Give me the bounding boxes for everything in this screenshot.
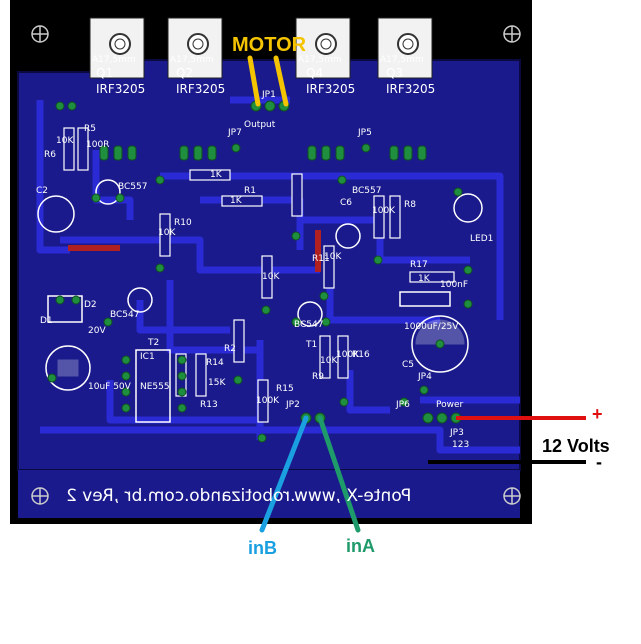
- inB-label: inB: [248, 538, 277, 558]
- q4-heatsink: A17,5mm: [298, 55, 342, 65]
- q4-part: IRF3205: [306, 82, 356, 96]
- r6-value: 10K: [56, 136, 74, 146]
- plus-label: +: [592, 404, 603, 424]
- power-wires: [428, 416, 586, 464]
- q4-label: Q4: [306, 66, 324, 80]
- q3-label: Q3: [386, 66, 404, 80]
- q2-heatsink: A17,5mm: [170, 55, 214, 65]
- r8-label: R8: [404, 200, 416, 210]
- jp7-label: JP7: [228, 128, 242, 138]
- mount-hole-icon: [31, 25, 521, 505]
- r1k-b: 1K: [230, 196, 242, 206]
- r2-label: R2: [224, 344, 236, 354]
- cap-10uf: 10uF 50V: [88, 382, 131, 392]
- r9-value: 10K: [320, 356, 338, 366]
- bc557-left: BC557: [118, 182, 148, 192]
- c2-label: C2: [36, 186, 49, 196]
- ne555-label: NE555: [140, 382, 170, 392]
- r10-value: 10K: [158, 228, 176, 238]
- r15-label: R15: [276, 384, 294, 394]
- q2-label: Q2: [176, 66, 194, 80]
- q3-part: IRF3205: [386, 82, 436, 96]
- q1-heatsink: A17,5mm: [92, 55, 136, 65]
- t2-label: T2: [148, 338, 160, 348]
- t1-label: T1: [306, 340, 318, 350]
- bc547-label: BC547: [294, 320, 324, 330]
- board-title: Ponte-X ,www.robotizando.com.br ,Rev 2: [66, 486, 412, 506]
- electrolytic-mark: [57, 319, 465, 377]
- cap-big-value: 1000uF/25V: [404, 322, 459, 332]
- r8-value: 100K: [372, 206, 396, 216]
- output-label: Output: [244, 120, 276, 130]
- r17-label: R17: [410, 260, 428, 270]
- input-wires: [259, 415, 361, 533]
- d2-label: D2: [84, 300, 97, 310]
- heatsink-screw-icon: [109, 33, 419, 55]
- r11-value: 10K: [324, 252, 342, 262]
- r17-value: 1K: [418, 274, 430, 284]
- jp1-label: JP1: [262, 90, 276, 100]
- r10-label: R10: [174, 218, 192, 228]
- q3-heatsink: A17,5mm: [380, 55, 424, 65]
- component-outlines: [37, 179, 483, 423]
- r1-label: R1: [244, 186, 256, 196]
- c6-label: C6: [340, 198, 353, 208]
- q1-label: Q1: [96, 66, 114, 80]
- pads: [47, 100, 473, 443]
- r13-label: R13: [200, 400, 218, 410]
- jp2-label: JP2: [286, 400, 300, 410]
- jp4-label: JP4: [418, 372, 432, 382]
- resistor-bodies: [63, 127, 455, 423]
- bc547-left: BC547: [110, 310, 140, 320]
- r2-value: 10K: [262, 272, 280, 282]
- r6-label: R6: [44, 150, 56, 160]
- red-jumper-traces: [68, 230, 321, 272]
- r14-value: 15K: [208, 378, 226, 388]
- ic1-label: IC1: [140, 352, 155, 362]
- q1-part: IRF3205: [96, 82, 146, 96]
- cap-100nf: 100nF: [440, 280, 469, 290]
- minus-label: -: [596, 452, 602, 472]
- power-label: Power: [436, 400, 464, 410]
- r1k-a: 1K: [210, 170, 222, 180]
- r5-value: 100R: [86, 140, 110, 150]
- r14-label: R14: [206, 358, 224, 368]
- jp6-label: JP6: [396, 400, 410, 410]
- cap-20v: 20V: [88, 326, 106, 336]
- motor-wires: [247, 55, 289, 107]
- d1-label: D1: [40, 316, 53, 326]
- jp3-label: JP3: [450, 428, 464, 438]
- jp5-label: JP5: [358, 128, 372, 138]
- c5-label: C5: [402, 360, 415, 370]
- motor-label: MOTOR: [232, 34, 307, 56]
- r15-value: 100K: [256, 396, 280, 406]
- supply-label: 12 Volts: [542, 436, 610, 456]
- q2-part: IRF3205: [176, 82, 226, 96]
- led1-label: LED1: [470, 234, 494, 244]
- r9-label: R9: [312, 372, 324, 382]
- pin-123: 123: [452, 440, 470, 450]
- bc557-right: BC557: [352, 186, 382, 196]
- r16-label: R16: [352, 350, 370, 360]
- r11-label: R11: [312, 254, 330, 264]
- r5-label: R5: [84, 124, 96, 134]
- r16-value: 100K: [336, 350, 360, 360]
- inA-label: inA: [346, 536, 375, 556]
